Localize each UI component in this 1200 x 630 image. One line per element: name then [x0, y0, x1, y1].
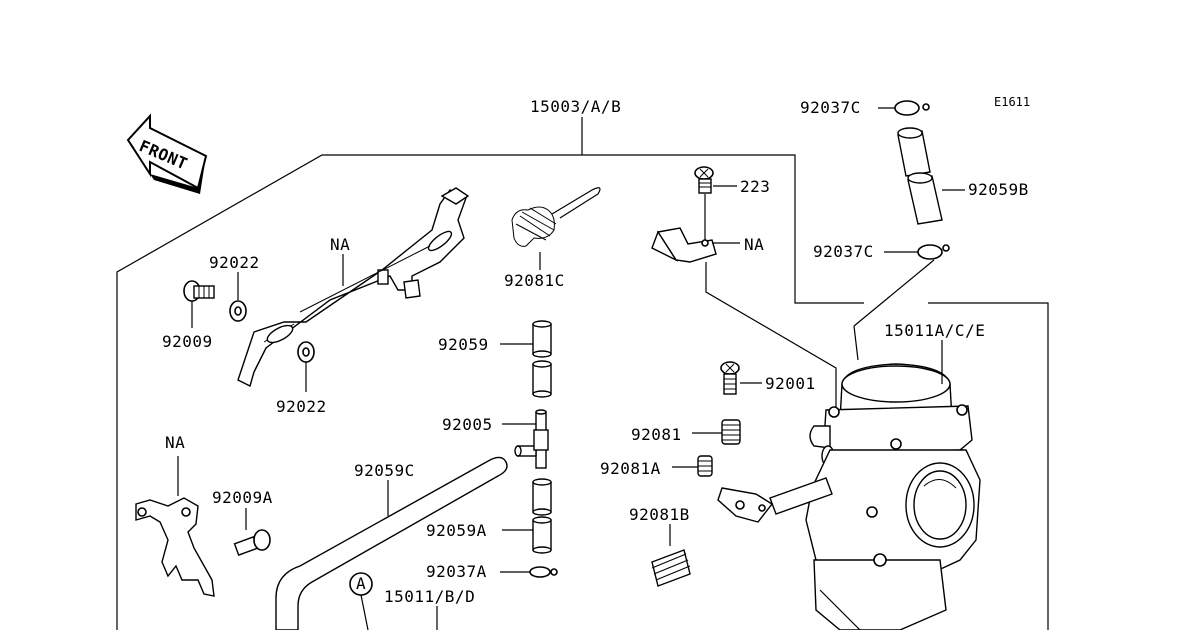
label-223: 223 [740, 177, 770, 196]
clip-92037c-mid [853, 244, 950, 361]
label-92037a: 92037A [426, 562, 487, 581]
hose-92059b [897, 127, 965, 225]
label-na-lever: NA [165, 433, 185, 452]
reference-a-label: A [356, 574, 366, 593]
label-92009a: 92009A [212, 488, 273, 507]
label-92081: 92081 [631, 425, 682, 444]
label-92081c: 92081C [504, 271, 565, 290]
screw-92001 [720, 361, 762, 395]
label-92059b: 92059B [968, 180, 1029, 199]
washer-92022-top [229, 272, 247, 322]
reference-a-marker [349, 572, 373, 630]
fitting-92005 [502, 409, 549, 469]
plate-na [237, 187, 470, 388]
label-92059c: 92059C [354, 461, 415, 480]
spring-92081a [672, 455, 713, 477]
spring-92081 [692, 419, 741, 445]
spring-92081c [511, 187, 601, 270]
hose-92059c [275, 456, 508, 630]
label-92001: 92001 [765, 374, 816, 393]
hose-92059 [500, 320, 552, 398]
front-arrow-icon: FRONT [126, 113, 208, 194]
label-na-bracket: NA [744, 235, 764, 254]
bolt-92009a [233, 508, 271, 556]
label-na-plate: NA [330, 235, 350, 254]
spring-92081b [651, 524, 691, 587]
label-92037c-mid: 92037C [813, 242, 874, 261]
label-92081b: 92081B [629, 505, 690, 524]
label-92009: 92009 [162, 332, 213, 351]
label-15011bd: 15011/B/D [384, 587, 475, 606]
diagram-code: E1611 [994, 95, 1030, 109]
carburetor-body [717, 340, 981, 630]
bolt-92009 [183, 280, 215, 328]
label-15003: 15003/A/B [530, 97, 621, 116]
assembly-outline [116, 117, 1049, 630]
hose-92059a [502, 478, 552, 554]
bracket-na [651, 227, 837, 410]
label-92037c-top: 92037C [800, 98, 861, 117]
clip-92037a [500, 566, 558, 578]
label-92022-top: 92022 [209, 253, 260, 272]
label-92059: 92059 [438, 335, 489, 354]
clip-92037c-top [878, 100, 930, 116]
label-92081a: 92081A [600, 459, 661, 478]
label-92059a: 92059A [426, 521, 487, 540]
label-92022-bottom: 92022 [276, 397, 327, 416]
label-15011ace: 15011A/C/E [884, 321, 985, 340]
lever-na [135, 456, 215, 597]
washer-92022-bottom [297, 341, 315, 392]
label-92005: 92005 [442, 415, 493, 434]
screw-223 [694, 166, 737, 240]
